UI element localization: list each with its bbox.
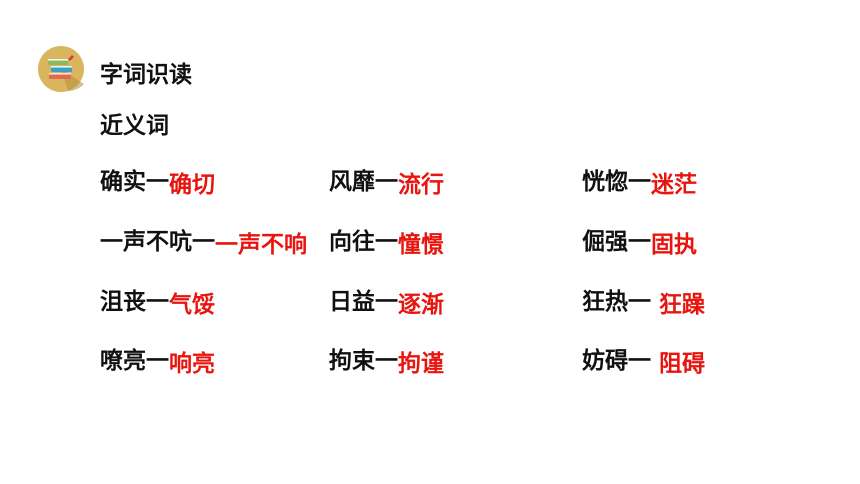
section-title: 字词识读 xyxy=(100,62,192,88)
synonym-pair: 嘹亮一响亮 xyxy=(100,347,215,377)
synonym-word: 一声不吭一 xyxy=(100,229,215,255)
synonym-answer: 响亮 xyxy=(169,351,215,377)
synonym-word: 恍惚一 xyxy=(582,169,651,195)
synonym-pair: 拘束一拘谨 xyxy=(329,347,444,377)
synonym-answer: 逐渐 xyxy=(398,292,444,318)
synonym-pair: 一声不吭一一声不响 xyxy=(100,228,307,258)
synonym-answer: 固执 xyxy=(651,232,697,258)
synonym-answer: 流行 xyxy=(398,172,444,198)
synonym-word: 拘束一 xyxy=(329,348,398,374)
subtitle: 近义词 xyxy=(100,113,169,139)
synonym-answer: 气馁 xyxy=(169,292,215,318)
synonym-answer: 狂躁 xyxy=(659,292,706,318)
synonym-answer: 憧憬 xyxy=(398,232,444,258)
synonym-pair: 确实一确切 xyxy=(100,168,215,198)
synonym-answer: 一声不响 xyxy=(215,232,307,258)
synonym-word: 风靡一 xyxy=(329,169,398,195)
synonym-word: 确实一 xyxy=(100,169,169,195)
synonym-word: 妨碍一 xyxy=(582,348,660,374)
synonym-pair: 妨碍一 阻碍 xyxy=(582,347,706,377)
synonym-answer: 阻碍 xyxy=(659,351,706,377)
synonym-pair: 日益一逐渐 xyxy=(329,288,444,318)
synonym-word: 向往一 xyxy=(329,229,398,255)
synonym-pair: 恍惚一迷茫 xyxy=(582,168,697,198)
synonym-word: 嘹亮一 xyxy=(100,348,169,374)
synonym-pair: 沮丧一气馁 xyxy=(100,288,215,318)
synonym-pair: 风靡一流行 xyxy=(329,168,444,198)
synonym-word: 日益一 xyxy=(329,289,398,315)
synonym-word: 沮丧一 xyxy=(100,289,169,315)
synonym-answer: 拘谨 xyxy=(398,351,444,377)
synonym-word: 狂热一 xyxy=(582,289,660,315)
book-stack-icon xyxy=(38,46,84,92)
synonym-word: 倔强一 xyxy=(582,229,651,255)
synonym-pair: 倔强一固执 xyxy=(582,228,697,258)
synonym-pair: 向往一憧憬 xyxy=(329,228,444,258)
synonym-pair: 狂热一 狂躁 xyxy=(582,288,706,318)
synonym-answer: 迷茫 xyxy=(651,172,697,198)
synonym-answer: 确切 xyxy=(169,172,215,198)
